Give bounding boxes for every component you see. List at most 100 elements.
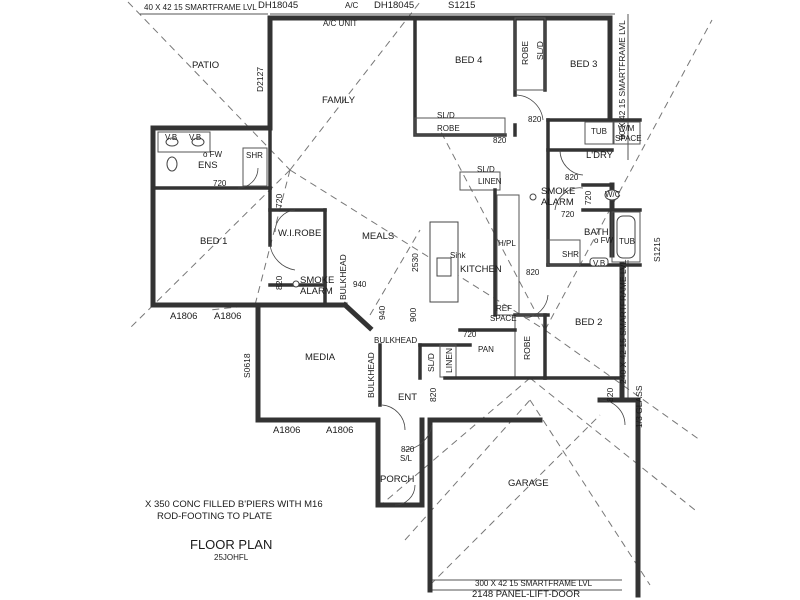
- dimension-label: 940: [377, 306, 387, 320]
- pantry-label: PAN: [478, 345, 494, 354]
- robe-label-bed4: ROBE: [437, 124, 460, 133]
- dimension-labels: 720 720 720 720 720 820 820 820 820 820 …: [213, 115, 615, 454]
- shower-label: SHR: [562, 250, 579, 259]
- kitchen-sink: [436, 257, 452, 277]
- page-title: FLOOR PLAN: [190, 537, 272, 552]
- window-code: DH18045: [258, 0, 298, 11]
- tub-label: TUB: [619, 237, 635, 246]
- smoke-alarm-label: SMOKE: [300, 275, 334, 286]
- linen-label: LINEN: [478, 177, 502, 186]
- shower-label: SHR: [246, 151, 263, 160]
- room-bed1: BED 1: [200, 236, 227, 247]
- washing-machine-space-label: SPACE: [615, 134, 642, 143]
- dimension-label: 720: [213, 179, 227, 188]
- dimension-label: 720: [583, 191, 593, 205]
- garage-door-label: 2148 PANEL-LIFT-DOOR: [472, 589, 580, 600]
- lintel-note: 240 X 42 15 SMARTFRAME LVL: [618, 259, 628, 384]
- room-meals: MEALS: [362, 231, 394, 242]
- hotplate-label: H/PL: [498, 239, 516, 248]
- smoke-alarm-label: ALARM: [541, 197, 574, 208]
- dimension-label: 820: [428, 388, 438, 402]
- room-patio: PATIO: [192, 60, 219, 71]
- vanity-label: V.B: [593, 259, 605, 268]
- robe-label-bed3: ROBE: [520, 41, 530, 65]
- plan-title: FLOOR PLAN 25JOHFL: [190, 537, 272, 562]
- linen-label: LINEN: [444, 348, 454, 373]
- dimension-label: 720: [274, 194, 284, 208]
- room-kitchen: KITCHEN: [460, 264, 502, 275]
- bulkhead-label: BULKHEAD: [366, 352, 376, 398]
- window-code: DH18045: [374, 0, 414, 11]
- toilet-ens: [166, 156, 178, 172]
- vanity-label: V.B: [165, 133, 177, 142]
- smoke-alarm-label: ALARM: [300, 286, 333, 297]
- vanity-basin: [191, 137, 205, 147]
- smoke-alarm-label: SMOKE: [541, 186, 575, 197]
- walls: [150, 15, 641, 598]
- sliding-door-label: SL/D: [535, 41, 545, 60]
- window-code: S1215: [652, 237, 662, 262]
- dimension-label: 940: [353, 280, 367, 289]
- sliding-door-label: SL/D: [426, 353, 436, 372]
- lintel-note: 90 X 42 15 SMARTFRAME LVL: [617, 20, 627, 140]
- wc-label: W/C: [605, 190, 621, 199]
- room-porch: PORCH: [380, 474, 414, 485]
- room-garage: GARAGE: [508, 478, 549, 489]
- dimension-label: 820: [493, 136, 507, 145]
- lintel-note: 40 X 42 15 SMARTFRAME LVL: [144, 3, 257, 12]
- floor-waste-label: o FW: [203, 150, 223, 159]
- lintel-lines: [140, 13, 629, 591]
- bulkhead-label: BULKHEAD: [374, 336, 417, 345]
- room-bed2: BED 2: [575, 317, 602, 328]
- internal-walls: [151, 16, 642, 407]
- tub-label: TUB: [591, 127, 607, 136]
- sink-label: Sink: [450, 251, 467, 260]
- sliding-door-label: S/L: [400, 454, 413, 463]
- window-code: A1806: [273, 425, 300, 436]
- bulkhead-label: BULKHEAD: [338, 254, 348, 300]
- sliding-door-label: SL/D: [437, 111, 455, 120]
- dimension-label: 720: [561, 210, 575, 219]
- smoke-alarm: [529, 193, 537, 201]
- room-ldry: L'DRY: [586, 150, 614, 161]
- dimension-label: 820: [274, 276, 284, 290]
- ref-label: REF: [496, 304, 512, 313]
- room-labels: PATIO FAMILY BED 4 BED 3 ENS BED 1 W.I.R…: [192, 55, 614, 489]
- ref-space-label: SPACE: [490, 314, 517, 323]
- room-ent: ENT: [398, 392, 417, 403]
- window-code: A1806: [214, 311, 241, 322]
- dimension-label: 2530: [410, 253, 420, 272]
- window-code: A1806: [170, 311, 197, 322]
- room-wirobe: W.I.ROBE: [278, 228, 321, 239]
- construction-note: X 350 CONC FILLED B'PIERS WITH M16 ROD-F…: [145, 499, 323, 522]
- dimension-label: 820: [565, 173, 579, 182]
- dimension-label: 820: [526, 268, 540, 277]
- lintel-note: 300 X 42 15 SMARTFRAME LVL: [475, 579, 593, 588]
- fixtures: [165, 137, 636, 288]
- room-bed4: BED 4: [455, 55, 482, 66]
- window-code: S1215: [448, 0, 475, 11]
- toilet-wc: [604, 189, 620, 201]
- roof-lines: [127, 1, 713, 586]
- lintel-notes: 40 X 42 15 SMARTFRAME LVL 90 X 42 15 SMA…: [144, 3, 628, 600]
- room-bed3: BED 3: [570, 59, 597, 70]
- window-code: S0618: [242, 353, 252, 378]
- bath-tub: [616, 215, 636, 259]
- vanity-label: V.B: [189, 133, 201, 142]
- robe-label-bed2: ROBE: [522, 336, 532, 360]
- window-code: D2127: [255, 67, 265, 92]
- glass-label: 1/3 GLASS: [634, 385, 644, 428]
- dimension-label: 900: [408, 308, 418, 322]
- room-media: MEDIA: [305, 352, 336, 363]
- pier-note-line-2: ROD-FOOTING TO PLATE: [157, 511, 272, 522]
- room-family: FAMILY: [322, 95, 356, 106]
- dimension-label: 820: [605, 388, 615, 402]
- ac-unit-label: A/C UNIT: [323, 19, 357, 28]
- vertical-labels: ROBE SL/D ROBE LINEN SL/D BULKHEAD BULKH…: [338, 41, 644, 428]
- sliding-door-label: SL/D: [477, 165, 495, 174]
- room-ens: ENS: [198, 160, 218, 171]
- room-bath: BATH: [584, 227, 609, 238]
- floor-waste-label: o FW: [594, 236, 614, 245]
- minor-labels: A/C A/C UNIT ROBE SL/D SL/D LINEN SMOKE …: [165, 1, 642, 463]
- ac-label: A/C: [345, 1, 359, 10]
